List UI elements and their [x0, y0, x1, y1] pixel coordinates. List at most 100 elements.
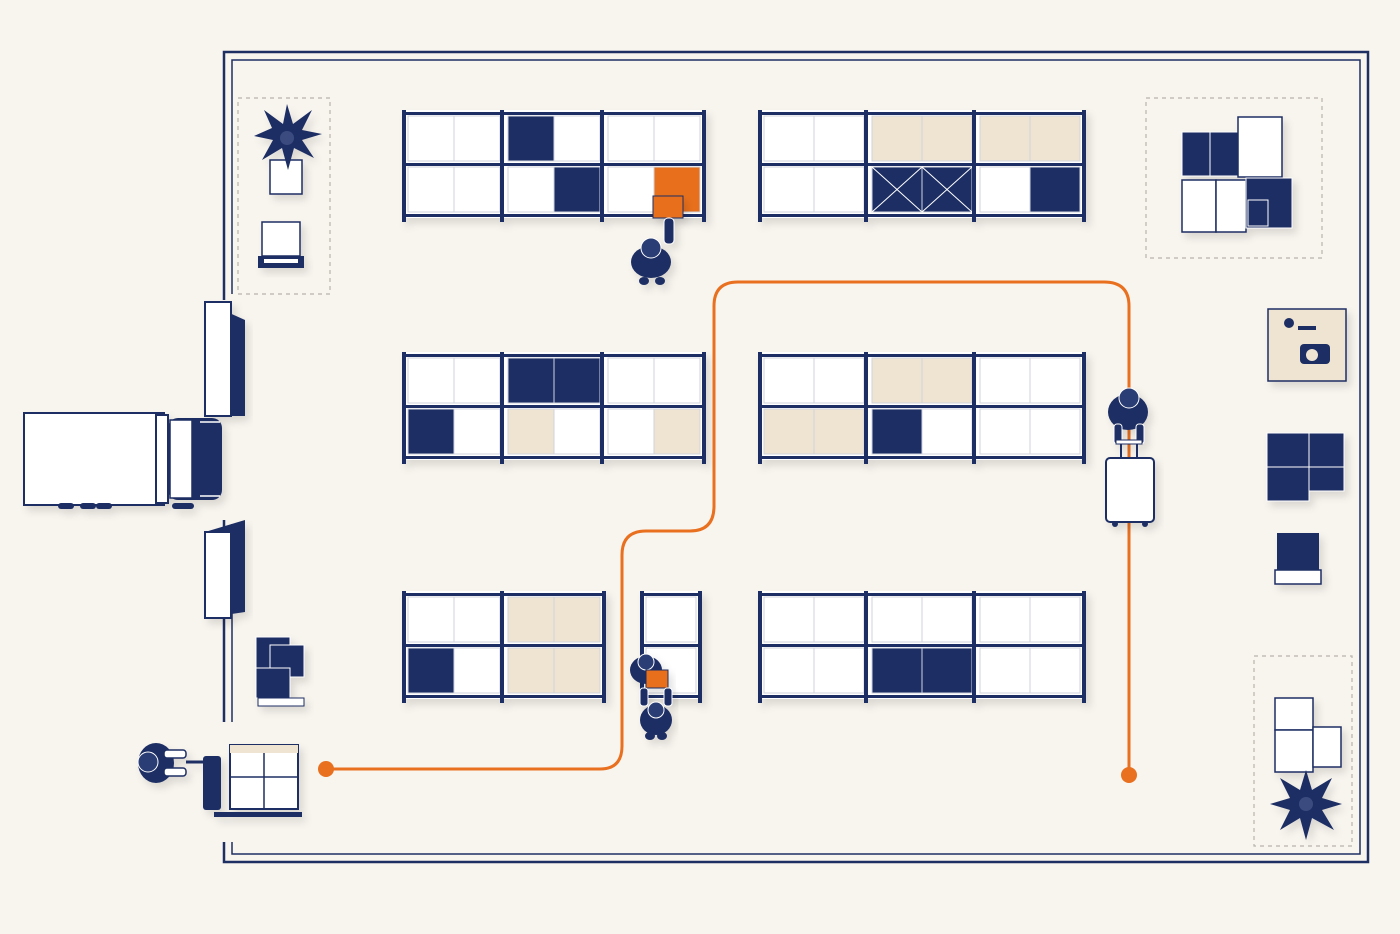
laptop-icon[interactable]	[258, 221, 304, 268]
worker-cart[interactable]	[1105, 387, 1155, 527]
rack-cell	[1029, 596, 1081, 643]
rack-beam	[640, 644, 702, 647]
rack-top-right	[758, 110, 1086, 222]
worker-carrying-box[interactable]	[630, 653, 669, 689]
route-end-point	[1121, 767, 1137, 783]
plant-icon-bottom	[1270, 770, 1342, 840]
rack-cell	[553, 115, 601, 162]
rack-cell	[553, 166, 601, 213]
rack-cell	[871, 596, 923, 643]
rack-cell	[507, 357, 555, 404]
rack-mid-left	[402, 352, 706, 464]
rack-cell	[507, 166, 555, 213]
rack-cell	[871, 647, 923, 694]
plant-icon	[254, 104, 322, 195]
rack-cell	[407, 596, 455, 643]
rack-cell	[813, 596, 865, 643]
rack-cell	[763, 408, 815, 455]
rack-beam	[758, 456, 1086, 459]
rack-cell	[553, 647, 601, 694]
worker-behind[interactable]	[639, 687, 673, 740]
rack-beam	[758, 593, 1086, 596]
rack-beam	[402, 593, 606, 596]
rack-cell	[979, 166, 1031, 213]
rack-beam	[758, 112, 1086, 115]
pallet-jack-icon	[203, 756, 302, 817]
camera-icon	[1267, 308, 1347, 382]
route-start-point	[318, 761, 334, 777]
rack-cell	[645, 596, 697, 643]
box-stack-top-right	[1181, 116, 1293, 233]
rack-cell	[507, 115, 555, 162]
rack-cell	[407, 115, 455, 162]
box-stack-bottom-right	[1274, 697, 1342, 773]
rack-cell	[921, 115, 973, 162]
navy-boxes-right	[1266, 432, 1345, 585]
rack-beam	[640, 593, 702, 596]
rack-cell	[607, 357, 655, 404]
rack-cell	[1029, 357, 1081, 404]
rack-cell	[553, 596, 601, 643]
rack-cell	[921, 647, 973, 694]
truck-icon[interactable]	[23, 412, 222, 509]
worker-picking-top[interactable]	[631, 195, 684, 285]
rack-cell	[979, 596, 1031, 643]
rack-cell	[1029, 115, 1081, 162]
rack-beam	[758, 354, 1086, 357]
zone-storage-top-right	[1145, 97, 1323, 259]
rack-bottom-right	[758, 591, 1086, 703]
rack-beam	[758, 163, 1086, 166]
dock-door-upper	[204, 301, 245, 417]
rack-beam	[402, 214, 706, 217]
rack-cell	[407, 647, 455, 694]
shelving-racks	[402, 110, 1086, 703]
rack-cell	[763, 357, 815, 404]
rack-cell	[407, 357, 455, 404]
rack-cell	[1029, 647, 1081, 694]
rack-bottom-left	[402, 591, 606, 703]
rack-cell	[453, 357, 501, 404]
rack-cell	[871, 408, 923, 455]
rack-beam	[402, 456, 706, 459]
zone-storage-bottom-right	[1253, 655, 1353, 847]
rack-cell	[813, 115, 865, 162]
rack-beam	[402, 405, 706, 408]
rack-cell	[763, 647, 815, 694]
rack-cell	[921, 357, 973, 404]
rack-beam	[402, 644, 606, 647]
rack-cell	[453, 596, 501, 643]
rack-cell	[607, 115, 655, 162]
rack-cell	[813, 166, 865, 213]
dashed-zones	[237, 97, 1353, 847]
rack-cell	[453, 408, 501, 455]
rack-cell	[653, 408, 701, 455]
rack-beam	[402, 112, 706, 115]
rack-cell	[407, 408, 455, 455]
rack-beam	[402, 354, 706, 357]
rack-cell	[507, 647, 555, 694]
rack-cell	[453, 115, 501, 162]
rack-cell	[921, 596, 973, 643]
rack-cell	[763, 115, 815, 162]
worker-pallet-jack[interactable]	[137, 743, 302, 817]
rack-cell	[763, 166, 815, 213]
rack-beam	[758, 214, 1086, 217]
rack-cell	[921, 408, 973, 455]
rack-cell	[1029, 166, 1081, 213]
rack-cell	[979, 647, 1031, 694]
rack-cell	[407, 166, 455, 213]
stacked-boxes-dock	[255, 636, 305, 707]
rack-cell	[763, 596, 815, 643]
rack-beam	[758, 695, 1086, 698]
rack-beam	[402, 163, 706, 166]
rack-cell	[979, 408, 1031, 455]
rack-cell	[507, 596, 555, 643]
rack-cell	[507, 408, 555, 455]
rack-cell	[607, 408, 655, 455]
rack-cell	[653, 115, 701, 162]
rack-cell	[653, 357, 701, 404]
orange-route	[318, 280, 1137, 783]
cart-icon	[1105, 457, 1155, 523]
